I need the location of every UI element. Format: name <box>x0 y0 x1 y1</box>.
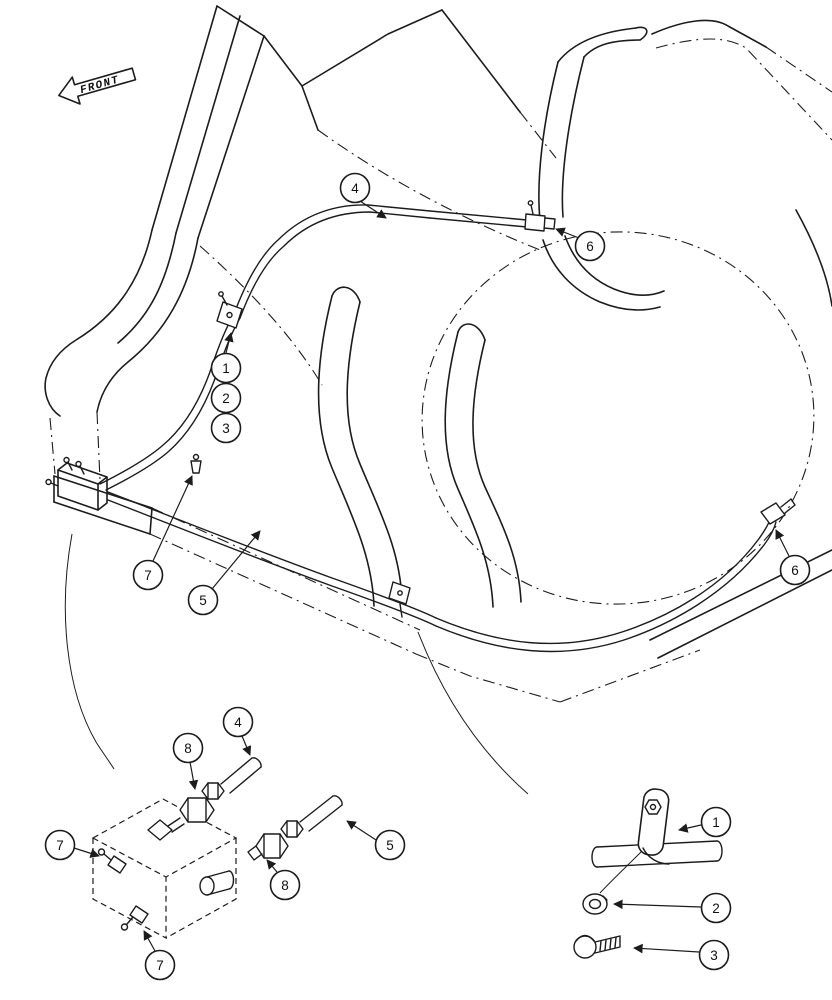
chassis-hidden-lines <box>49 38 832 703</box>
svg-text:7: 7 <box>144 568 152 583</box>
front-arrow: FRONT <box>58 67 137 105</box>
tube-fitting-top <box>524 200 556 232</box>
tube-stub-5 <box>299 795 343 832</box>
callout-clamp-3: 3 <box>633 939 730 971</box>
zerk-fitting-mid <box>190 453 202 474</box>
callout-main-1: 1 <box>210 332 242 384</box>
svg-text:5: 5 <box>199 593 207 608</box>
detail-clamp-assembly <box>573 788 723 959</box>
svg-text:2: 2 <box>712 901 720 916</box>
callout-detail-7-left: 7 <box>44 829 100 861</box>
tube-clamp-mid <box>216 291 243 329</box>
bolt <box>573 934 621 959</box>
svg-text:7: 7 <box>156 958 164 973</box>
svg-text:8: 8 <box>281 878 289 893</box>
callout-main-4: 4 <box>339 172 387 219</box>
svg-text:5: 5 <box>386 838 394 853</box>
zerk-fitting-left <box>97 848 127 874</box>
svg-text:6: 6 <box>791 563 799 578</box>
clamp-strap <box>637 788 670 865</box>
svg-text:1: 1 <box>712 815 720 830</box>
detail-leaders <box>64 533 529 795</box>
svg-text:3: 3 <box>710 948 718 963</box>
hex-adapter-left <box>179 782 225 823</box>
svg-text:2: 2 <box>222 391 230 406</box>
svg-text:7: 7 <box>56 838 64 853</box>
callout-detail-8-bottom: 8 <box>266 859 301 901</box>
lower-grease-tube <box>107 491 777 653</box>
elbow-fitting <box>147 817 185 841</box>
lock-washer <box>582 893 608 915</box>
svg-text:6: 6 <box>586 239 594 254</box>
tube-clamp-bottom <box>388 581 411 618</box>
callout-main-3: 3 <box>210 412 242 444</box>
front-arrow-shape <box>58 67 137 105</box>
callout-main-2: 2 <box>210 382 242 414</box>
svg-text:4: 4 <box>234 715 242 730</box>
callout-main-6-right: 6 <box>775 529 811 586</box>
callout-detail-7-bottom: 7 <box>143 930 176 981</box>
svg-text:8: 8 <box>184 741 192 756</box>
callout-main-5: 5 <box>187 530 261 616</box>
port-plug <box>199 870 235 896</box>
callout-clamp-2: 2 <box>613 892 732 924</box>
upper-grease-tube <box>99 204 528 491</box>
tube-stub-4 <box>220 757 262 794</box>
callout-clamp-1: 1 <box>678 806 732 838</box>
svg-text:4: 4 <box>351 181 359 196</box>
svg-text:1: 1 <box>222 361 230 376</box>
svg-text:3: 3 <box>222 421 230 436</box>
callout-main-7: 7 <box>132 475 193 591</box>
assembly-axis-line <box>599 851 642 894</box>
chassis-outline <box>44 5 832 659</box>
callout-main-6-top: 6 <box>555 227 606 262</box>
detail-manifold-block <box>91 757 343 940</box>
hex-adapter-right <box>247 820 304 861</box>
callout-detail-8-top: 8 <box>172 732 204 790</box>
callout-detail-5: 5 <box>346 820 406 861</box>
tube-fitting-right <box>760 498 796 525</box>
zerk-fitting-bottom <box>120 905 149 931</box>
callout-detail-4: 4 <box>222 706 254 756</box>
grease-manifold <box>45 456 108 511</box>
